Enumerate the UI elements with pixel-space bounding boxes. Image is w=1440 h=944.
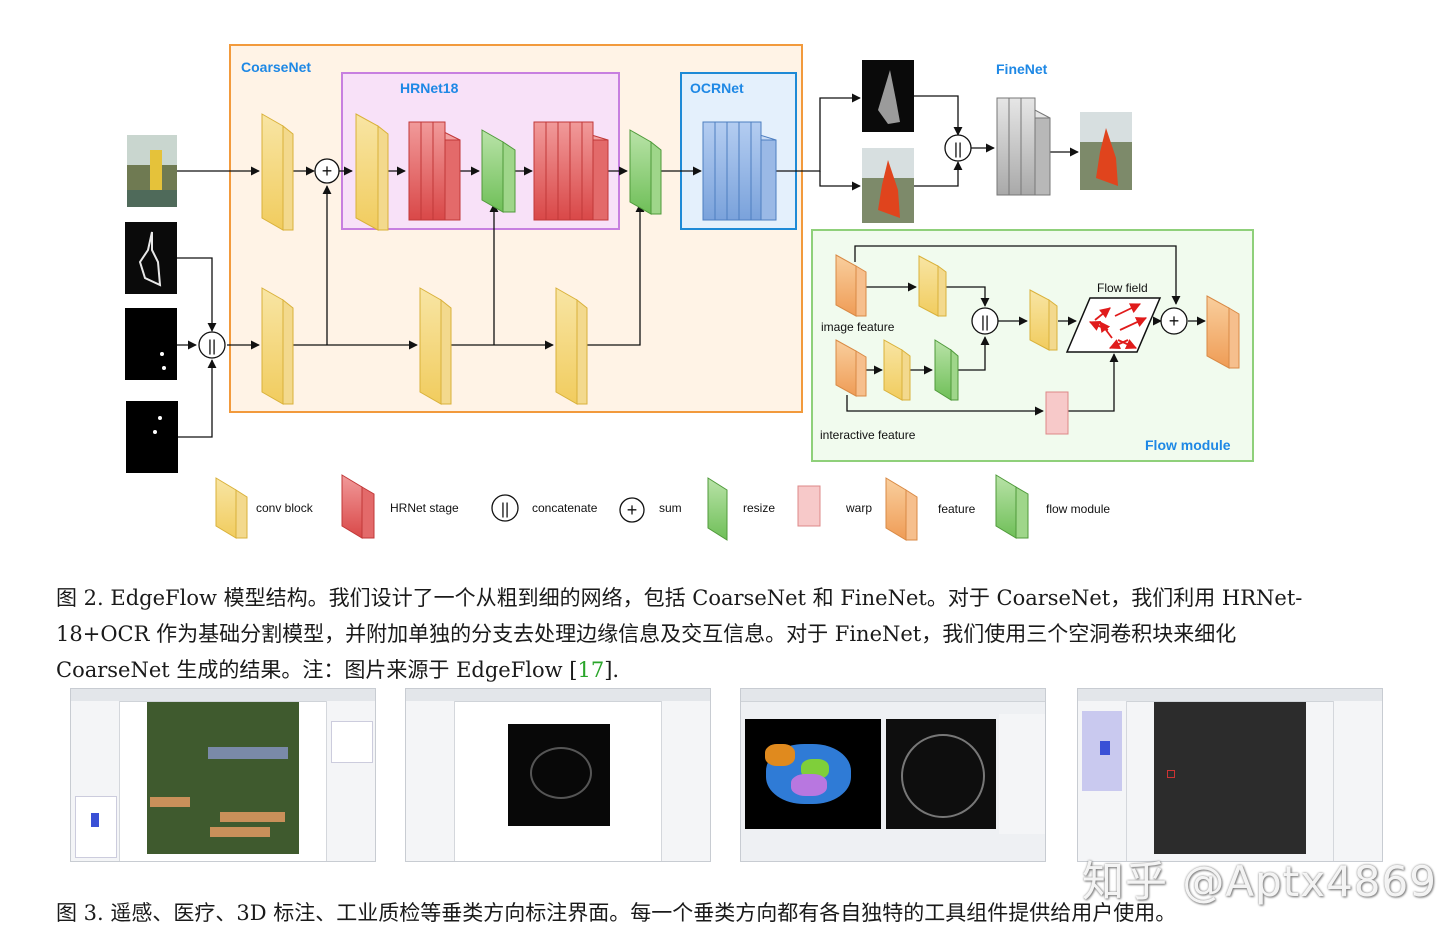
sum-node-coarsenet: + [314, 158, 340, 184]
legend-feature-icon [885, 477, 918, 541]
svg-text:+: + [322, 161, 333, 181]
caption2-line2: 18+OCR 作为基础分割模型，并附加单独的分支去处理边缘信息及交互信息。对于 … [56, 622, 1237, 646]
svg-text:||: || [954, 141, 962, 158]
flow-output-feature [1206, 295, 1240, 369]
resize-block-coarsenet [629, 129, 662, 215]
image-feature-label: image feature [821, 320, 895, 334]
legend-sum-icon: + [619, 497, 645, 523]
finenet-block [996, 97, 1051, 196]
concat-node-flow: || [971, 307, 999, 335]
citation-link[interactable]: 17 [577, 658, 605, 682]
screenshot-3d-annotation [740, 688, 1046, 862]
finenet-title: FineNet [996, 61, 1048, 77]
caption2-line3: CoarseNet 生成的结果。注：图片来源于 EdgeFlow [17]. [56, 658, 620, 682]
flow-conv-block-2 [883, 339, 911, 401]
output-result-image [1080, 112, 1132, 190]
conv-block-bottom-3 [555, 287, 588, 405]
svg-text:+: + [1169, 311, 1180, 331]
flow-field-block [1065, 297, 1162, 353]
legend-flow-module: flow module [1046, 502, 1110, 516]
legend-conv-block: conv block [256, 501, 314, 515]
zhihu-watermark: 知乎 @Aptx4869 [1082, 857, 1437, 906]
image-feature-block [835, 254, 867, 317]
flow-module-frame [811, 229, 1254, 462]
coarse-edge-image [862, 60, 914, 132]
legend-hrnet-stage-icon [341, 474, 375, 539]
screenshot-remote-sensing [70, 688, 376, 862]
conv-block-top [261, 113, 294, 231]
legend-resize: resize [743, 501, 775, 515]
resize-block-hrnet [481, 129, 516, 213]
input-image-click-map-1 [125, 308, 177, 380]
legend-flow-module-icon [995, 474, 1029, 539]
legend-feature: feature [938, 502, 976, 516]
legend-warp-icon [797, 485, 821, 527]
svg-text:||: || [981, 314, 989, 331]
interactive-feature-label: interactive feature [820, 428, 916, 442]
legend-resize-icon [707, 477, 728, 541]
caption2-line1: 图 2. EdgeFlow 模型结构。我们设计了一个从粗到细的网络，包括 Coa… [56, 586, 1303, 610]
screenshot-medical [405, 688, 711, 862]
conv-block-bottom-2 [419, 287, 452, 405]
edgeflow-architecture-diagram: CoarseNet HRNet18 OCRNet FineNet Flow mo… [125, 44, 1254, 541]
legend-warp: warp [845, 501, 872, 515]
coarsenet-title: CoarseNet [241, 59, 311, 75]
legend-sum: sum [659, 501, 682, 515]
hrnet-title: HRNet18 [400, 80, 459, 96]
flow-conv-block-1 [918, 255, 947, 317]
input-image-edge [125, 222, 177, 294]
legend: conv block HRNet stage || concatenate + … [215, 474, 1110, 541]
coarse-mask-image [862, 148, 914, 223]
input-image-click-map-2 [126, 401, 178, 473]
legend-concatenate-icon: || [491, 494, 519, 522]
flow-field-label: Flow field [1097, 281, 1148, 295]
flow-module-title: Flow module [1145, 437, 1231, 453]
ocrnet-title: OCRNet [690, 80, 744, 96]
svg-text:||: || [501, 501, 509, 518]
figure2-caption: 图 2. EdgeFlow 模型结构。我们设计了一个从粗到细的网络，包括 Coa… [56, 580, 1346, 688]
legend-hrnet-stage: HRNet stage [390, 501, 459, 515]
hrnet-stage-2 [533, 121, 609, 221]
sum-node-flow: + [1160, 307, 1188, 335]
ocr-block [702, 121, 777, 221]
flow-resize-block [934, 339, 959, 401]
legend-conv-block-icon [215, 477, 248, 539]
warp-block [1045, 391, 1069, 435]
concat-node-input: || [198, 331, 226, 359]
interactive-feature-block [835, 339, 867, 397]
svg-text:||: || [208, 338, 216, 355]
svg-text:+: + [627, 500, 638, 520]
conv-block-hrnet-stem [355, 113, 389, 231]
concat-node-finenet: || [944, 134, 972, 162]
legend-concatenate: concatenate [532, 501, 598, 515]
flow-conv-block-3 [1029, 289, 1058, 351]
hrnet-stage-1 [408, 121, 461, 221]
screenshot-industrial-inspection [1077, 688, 1383, 862]
input-image-rgb [127, 135, 177, 207]
conv-block-bottom-1 [261, 287, 294, 405]
figure3-caption: 图 3. 遥感、医疗、3D 标注、工业质检等垂类方向标注界面。每一个垂类方向都有… [56, 901, 1177, 925]
